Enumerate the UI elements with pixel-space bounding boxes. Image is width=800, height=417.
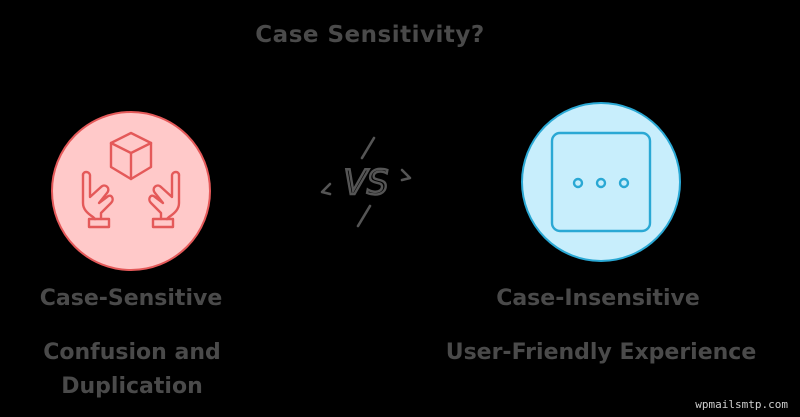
case-sensitive-circle bbox=[51, 111, 211, 271]
case-sensitive-description-line2: Duplication bbox=[61, 374, 203, 399]
case-insensitive-heading: Case-Insensitive bbox=[496, 286, 700, 311]
ellipsis-box-icon bbox=[550, 131, 652, 233]
case-insensitive-description: User-Friendly Experience bbox=[445, 340, 757, 365]
vs-label: VS bbox=[344, 163, 389, 203]
hands-box-icon bbox=[81, 131, 181, 229]
case-insensitive-circle bbox=[521, 102, 681, 262]
vs-icon: VS bbox=[320, 136, 412, 228]
diagram-title: Case Sensitivity? bbox=[255, 22, 485, 48]
watermark: wpmailsmtp.com bbox=[695, 398, 788, 411]
case-sensitive-description-line1: Confusion and bbox=[43, 340, 221, 365]
case-sensitive-description: Confusion and Duplication bbox=[22, 336, 242, 404]
case-sensitive-heading: Case-Sensitive bbox=[39, 286, 223, 311]
